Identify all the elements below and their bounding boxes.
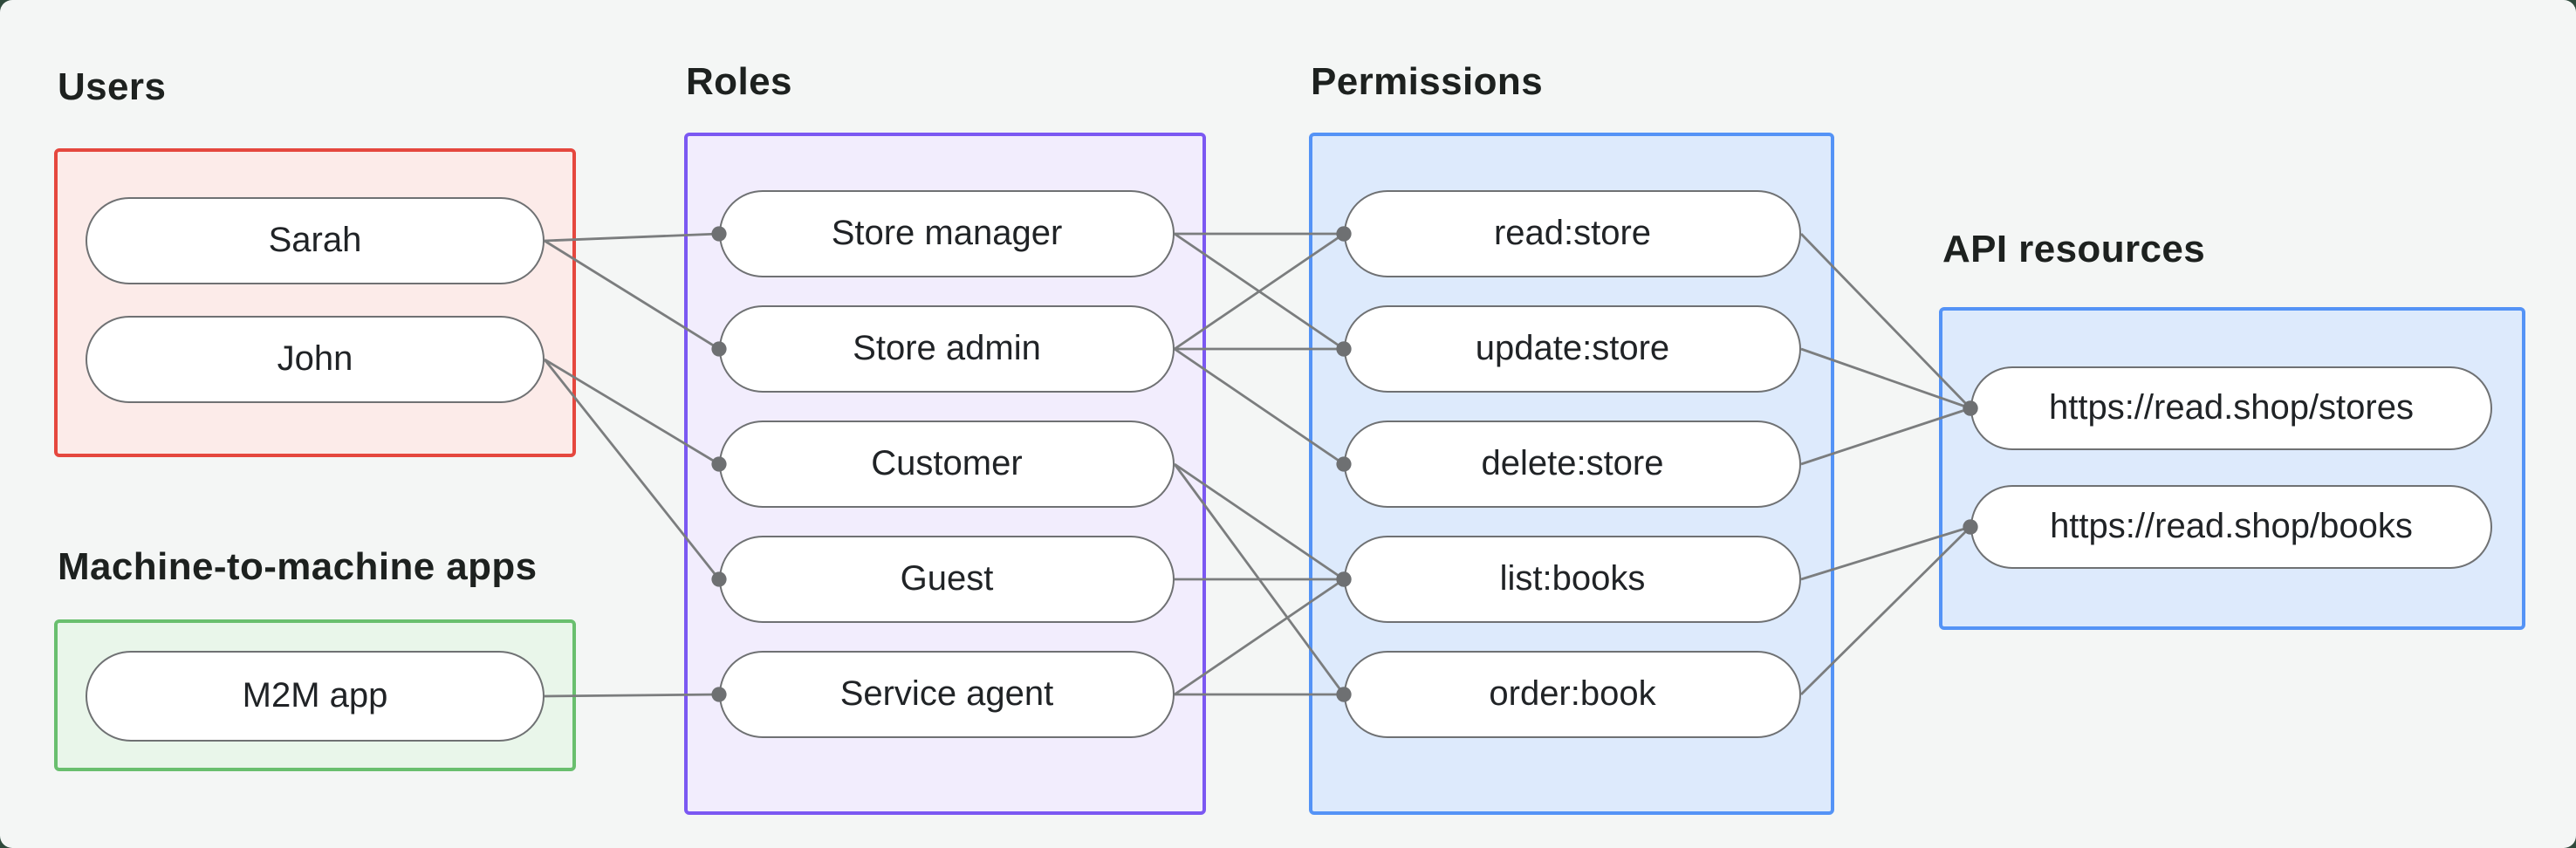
node-john: John bbox=[86, 316, 545, 403]
node-service_agent: Service agent bbox=[719, 651, 1175, 738]
group-users-box bbox=[54, 148, 576, 457]
node-update_store: update:store bbox=[1344, 305, 1801, 393]
node-books_api: https://read.shop/books bbox=[1970, 485, 2492, 569]
node-read_store: read:store bbox=[1344, 190, 1801, 277]
group-api_resources-box bbox=[1939, 307, 2525, 630]
node-store_admin: Store admin bbox=[719, 305, 1175, 393]
node-delete_store: delete:store bbox=[1344, 421, 1801, 508]
node-order_book: order:book bbox=[1344, 651, 1801, 738]
node-m2m_app: M2M app bbox=[86, 651, 545, 742]
node-store_manager: Store manager bbox=[719, 190, 1175, 277]
group-api_resources-label: API resources bbox=[1942, 227, 2206, 270]
node-customer: Customer bbox=[719, 421, 1175, 508]
node-stores_api: https://read.shop/stores bbox=[1970, 366, 2492, 450]
group-users-label: Users bbox=[58, 65, 167, 108]
group-m2m_apps-label: Machine-to-machine apps bbox=[58, 544, 538, 588]
node-guest: Guest bbox=[719, 536, 1175, 623]
group-roles-label: Roles bbox=[686, 59, 792, 103]
group-permissions-label: Permissions bbox=[1311, 59, 1544, 103]
node-list_books: list:books bbox=[1344, 536, 1801, 623]
node-sarah: Sarah bbox=[86, 197, 545, 284]
